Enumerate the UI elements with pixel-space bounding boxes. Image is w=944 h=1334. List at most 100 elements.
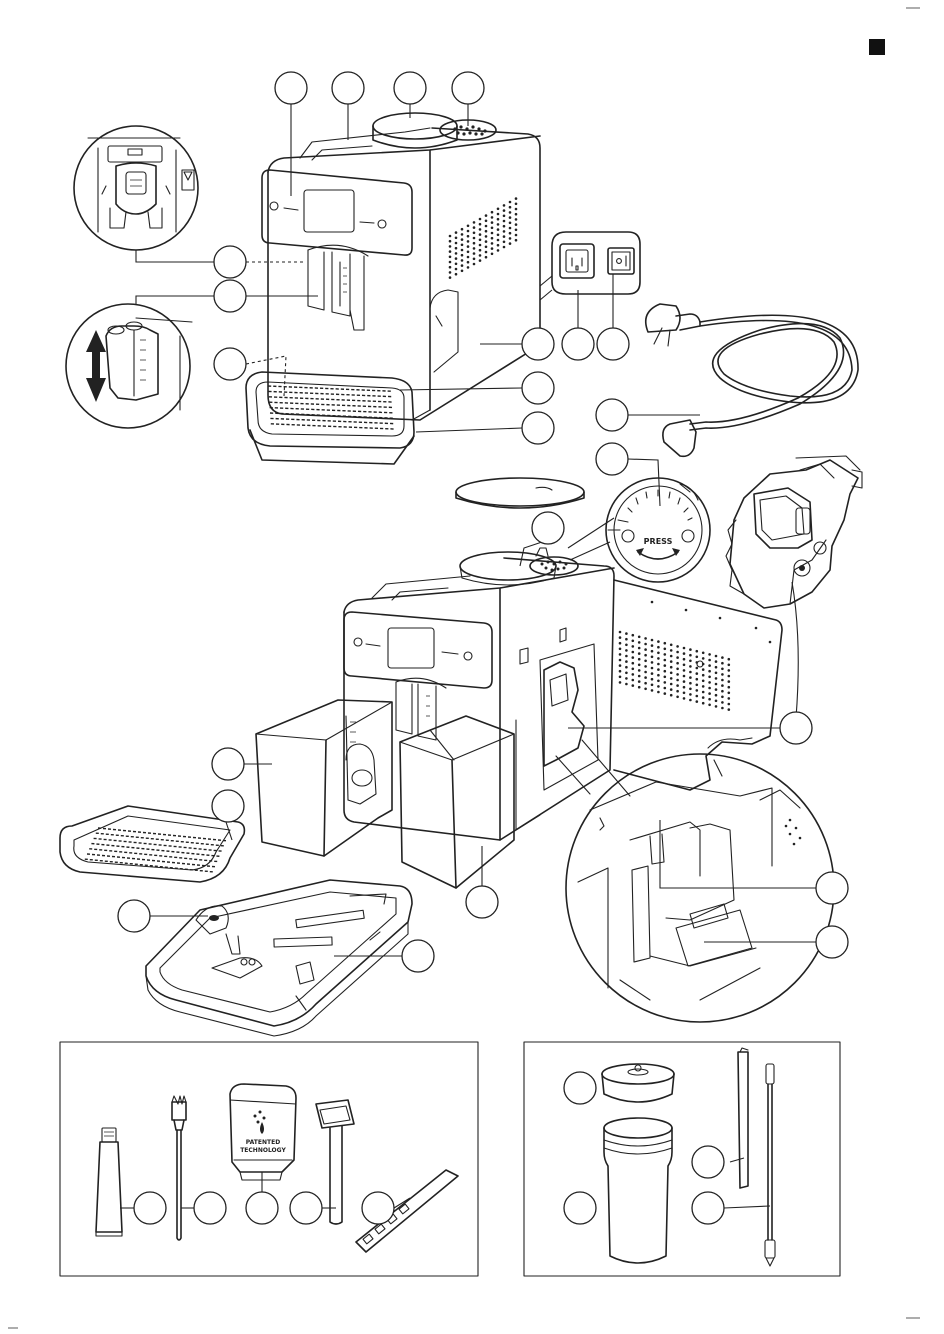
grille-dot bbox=[619, 653, 622, 656]
grille-dot bbox=[473, 242, 476, 245]
grille-dot bbox=[708, 692, 711, 695]
grille-dot bbox=[651, 672, 654, 675]
grille-dot bbox=[509, 242, 512, 245]
grille-dot bbox=[479, 223, 482, 226]
grille-dot bbox=[670, 644, 673, 647]
grille-dot bbox=[728, 664, 731, 667]
grille-dot bbox=[702, 657, 705, 660]
grille-dot bbox=[676, 656, 679, 659]
grille-dot bbox=[485, 246, 488, 249]
grille-dot bbox=[651, 656, 654, 659]
grille-dot bbox=[632, 651, 635, 654]
grille-dot bbox=[632, 668, 635, 671]
grille-dot bbox=[473, 247, 476, 250]
grille-dot bbox=[644, 637, 647, 640]
grille-dot bbox=[702, 668, 705, 671]
power-panel-inset bbox=[540, 232, 640, 300]
grille-dot bbox=[467, 245, 470, 248]
milk-jug bbox=[604, 1118, 672, 1263]
grille-dot bbox=[461, 244, 464, 247]
grille-dot bbox=[619, 659, 622, 662]
grille-dot bbox=[491, 221, 494, 224]
grille-dot bbox=[638, 647, 641, 650]
grille-dot bbox=[683, 658, 686, 661]
grille-dot bbox=[708, 653, 711, 656]
grille-dot bbox=[651, 667, 654, 670]
grille-dot bbox=[689, 671, 692, 674]
grille-dot bbox=[497, 249, 500, 252]
grille-dot bbox=[728, 680, 731, 683]
grille-dot bbox=[715, 705, 718, 708]
callout-bubble bbox=[290, 1192, 322, 1224]
water-filter: PATENTED TECHNOLOGY bbox=[230, 1084, 296, 1194]
grille-dot bbox=[491, 237, 494, 240]
grille-dot bbox=[497, 228, 500, 231]
grille-dot bbox=[461, 264, 464, 267]
grille-dot bbox=[651, 689, 654, 692]
grille-dot bbox=[485, 235, 488, 238]
grille-dot bbox=[485, 256, 488, 259]
grille-dot bbox=[715, 666, 718, 669]
grille-dot bbox=[461, 228, 464, 231]
grille-dot bbox=[503, 225, 506, 228]
grille-dot bbox=[696, 684, 699, 687]
language-marker-square bbox=[869, 39, 885, 55]
grille-dot bbox=[657, 657, 660, 660]
grille-dot bbox=[696, 678, 699, 681]
callout-bubble bbox=[362, 1192, 394, 1224]
grille-dot bbox=[657, 663, 660, 666]
grille-dot bbox=[491, 211, 494, 214]
grille-dot bbox=[696, 689, 699, 692]
grille-dot bbox=[473, 237, 476, 240]
callout-bubble bbox=[780, 712, 812, 744]
grille-dot bbox=[728, 675, 731, 678]
inset-detail-upper bbox=[74, 126, 218, 262]
grille-dot bbox=[689, 660, 692, 663]
grille-dot bbox=[467, 225, 470, 228]
grille-dot bbox=[683, 675, 686, 678]
grille-dot bbox=[455, 268, 458, 271]
grille-dot bbox=[485, 251, 488, 254]
grille-dot bbox=[479, 218, 482, 221]
grille-dot bbox=[632, 634, 635, 637]
grille-dot bbox=[728, 703, 731, 706]
grille-dot bbox=[683, 652, 686, 655]
grille-dot bbox=[625, 649, 628, 652]
grille-dot bbox=[503, 215, 506, 218]
grille-dot bbox=[509, 237, 512, 240]
grille-dot bbox=[644, 660, 647, 663]
grille-dot bbox=[676, 651, 679, 654]
grille-dot bbox=[702, 696, 705, 699]
grille-dot bbox=[657, 674, 660, 677]
grille-dot bbox=[497, 223, 500, 226]
grille-dot bbox=[664, 692, 667, 695]
grille-dot bbox=[683, 686, 686, 689]
grille-dot bbox=[715, 677, 718, 680]
grille-dot bbox=[497, 208, 500, 211]
grille-dot bbox=[497, 244, 500, 247]
grille-dot bbox=[461, 270, 464, 273]
grille-dot bbox=[664, 670, 667, 673]
grille-dot bbox=[683, 647, 686, 650]
page-crop-marks bbox=[8, 8, 920, 1328]
callout-bubble bbox=[597, 328, 629, 360]
grille-dot bbox=[708, 676, 711, 679]
grille-dot bbox=[625, 655, 628, 658]
grille-dot bbox=[644, 648, 647, 651]
grille-dot bbox=[670, 688, 673, 691]
grille-dot bbox=[479, 228, 482, 231]
grille-dot bbox=[715, 700, 718, 703]
grille-dot bbox=[619, 631, 622, 634]
grille-dot bbox=[721, 656, 724, 659]
grille-dot bbox=[515, 223, 518, 226]
grille-dot bbox=[676, 696, 679, 699]
grille-dot bbox=[651, 639, 654, 642]
callout-bubble bbox=[816, 872, 848, 904]
grille-dot bbox=[676, 690, 679, 693]
grille-dot bbox=[449, 235, 452, 238]
grille-dot bbox=[715, 660, 718, 663]
grille-dot bbox=[467, 230, 470, 233]
drip-tray-cover-grid bbox=[85, 828, 226, 872]
grille-dot bbox=[689, 665, 692, 668]
grille-dot bbox=[689, 699, 692, 702]
